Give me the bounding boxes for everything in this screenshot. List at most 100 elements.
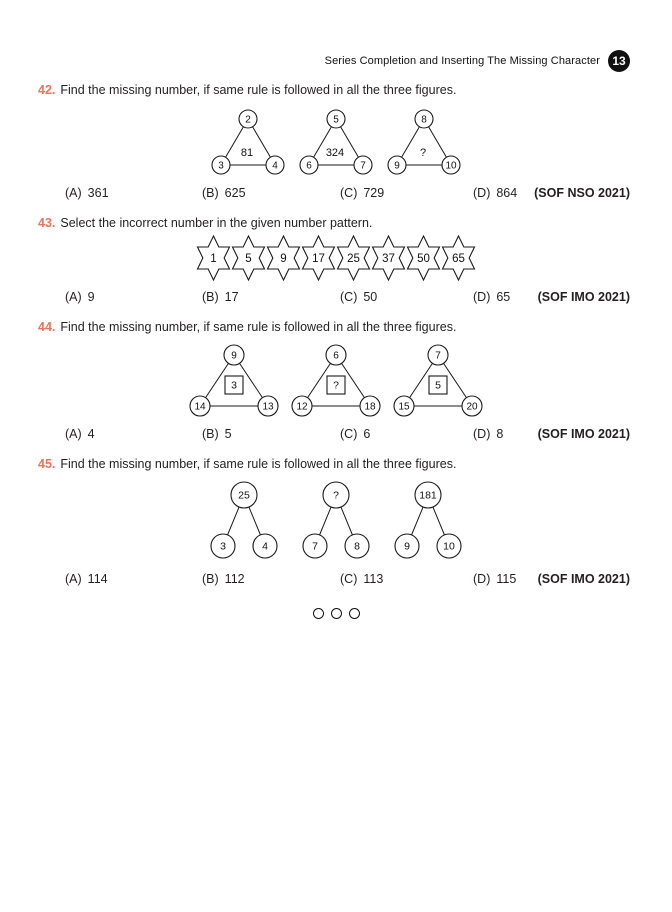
question-line: 44.Find the missing number, if same rule… [38,319,632,336]
option-label: (B) [202,427,219,441]
option-c: (C) 113 [340,572,383,586]
svg-text:7: 7 [435,351,441,362]
circle-icon [312,608,324,619]
svg-text:8: 8 [354,541,360,553]
option-label: (B) [202,572,219,586]
circle-icon [330,608,342,619]
svg-text:25: 25 [238,490,250,502]
star-figure: 5 [231,234,266,282]
option-label: (B) [202,290,219,304]
option-c: (C)729 [340,186,384,200]
option-d: (D) 115 [473,572,516,586]
option-value: 4 [87,427,95,441]
svg-text:3: 3 [220,541,226,553]
svg-text:?: ? [420,147,426,159]
question-line: 43.Select the incorrect number in the gi… [38,215,632,232]
option-value: 17 [224,290,239,304]
option-label: (A) [65,427,82,441]
option-label: (A) [65,186,82,200]
option-value: 115 [496,572,517,586]
star-figure: 1 [196,234,231,282]
question-number: 44. [38,320,56,334]
svg-text:3: 3 [218,161,224,172]
question-number: 45. [38,457,56,471]
svg-text:37: 37 [382,253,395,265]
star-figure: 17 [301,234,336,282]
question-line: 45.Find the missing number, if same rule… [38,456,632,473]
star-figure: 9 [266,234,301,282]
svg-text:4: 4 [272,161,278,172]
svg-text:6: 6 [333,351,339,362]
source-tag: (SOF NSO 2021) [534,186,630,200]
star-figure: 65 [441,234,476,282]
svg-text:14: 14 [194,402,206,413]
svg-text:1: 1 [210,253,216,265]
svg-text:5: 5 [245,253,251,265]
option-label: (B) [202,186,219,200]
option-label: (A) [65,290,82,304]
svg-text:18: 18 [364,402,376,413]
option-a: (A) 361 [65,186,109,200]
option-label: (D) [473,427,491,441]
options-row: (A)114 (B)112 (C)113 (D)115 (SOF IMO 202… [0,572,672,588]
source-tag: (SOF IMO 2021) [537,427,630,441]
question-number: 42. [38,83,56,97]
svg-text:81: 81 [241,147,253,159]
option-value: 65 [496,290,511,304]
option-value: 864 [496,186,518,200]
star-figure: 25 [336,234,371,282]
star-figure: 50 [406,234,441,282]
option-value: 113 [363,572,384,586]
option-value: 361 [87,186,109,200]
question-number: 43. [38,216,56,230]
options-row: (A)4 (B)5 (C)6 (D)8 (SOF IMO 2021) [0,427,672,443]
option-label: (D) [473,186,491,200]
page-number-badge: 13 [608,50,630,72]
question-block-45: 45.Find the missing number, if same rule… [0,456,672,588]
svg-text:15: 15 [398,402,410,413]
svg-text:9: 9 [231,351,237,362]
option-label: (D) [473,290,491,304]
option-value: 114 [87,572,108,586]
circle-icon [348,608,360,619]
svg-text:8: 8 [421,115,427,126]
option-label: (C) [340,427,358,441]
option-label: (C) [340,290,358,304]
page-header: Series Completion and Inserting The Miss… [0,50,672,72]
option-label: (D) [473,572,491,586]
svg-text:50: 50 [417,253,430,265]
question-line: 42. Find the missing number, if same rule… [38,82,632,99]
option-a: (A)114 [65,572,108,586]
source-tag: (SOF IMO 2021) [537,572,630,586]
question-text: Find the missing number, if same rule is… [60,83,457,97]
star-figure: 37 [371,234,406,282]
options-row: (A)9 (B)17 (C)50 (D)65 (SOF IMO 2021) [0,290,672,306]
option-b: (B) 17 [202,290,239,304]
option-value: 729 [363,186,385,200]
option-a: (A)9 [65,290,95,304]
option-value: 50 [363,290,378,304]
option-label: (C) [340,572,358,586]
svg-text:3: 3 [231,380,237,392]
svg-text:25: 25 [347,253,360,265]
svg-text:12: 12 [296,402,308,413]
svg-text:6: 6 [306,161,312,172]
option-d: (D)8 [473,427,503,441]
question-block-44: 44.Find the missing number, if same rule… [0,319,672,443]
svg-text:?: ? [333,490,339,502]
svg-text:7: 7 [360,161,366,172]
option-d: (D) 65 [473,290,510,304]
option-value: 5 [224,427,232,441]
svg-text:9: 9 [394,161,400,172]
svg-text:13: 13 [262,402,274,413]
